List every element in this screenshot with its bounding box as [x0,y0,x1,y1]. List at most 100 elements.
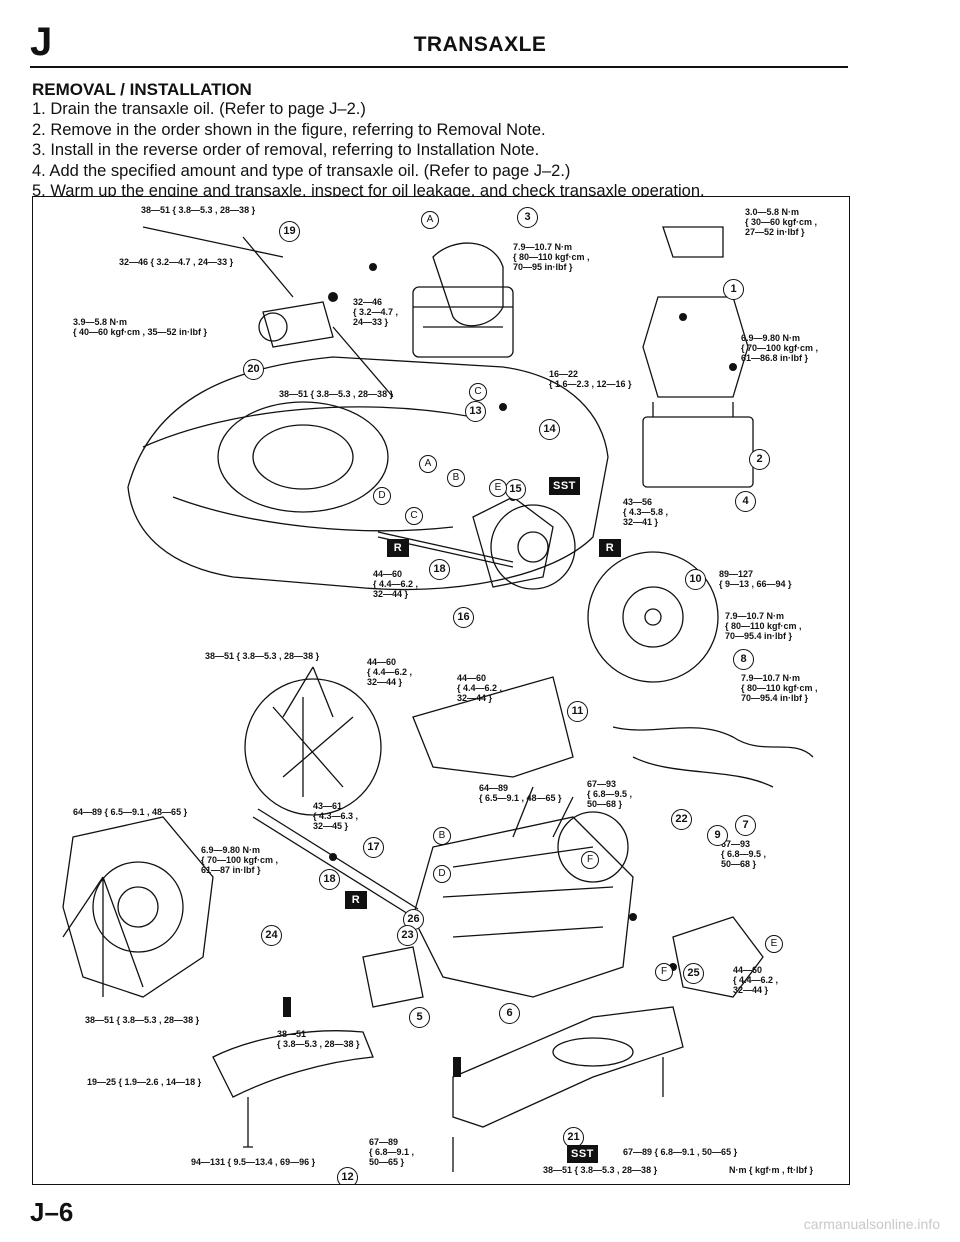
callout-2: 2 [749,449,770,470]
step-3: 3. Install in the reverse order of remov… [32,141,540,160]
step-2: 2. Remove in the order shown in the figu… [32,120,546,139]
torque-label: 43—56 { 4.3—5.8 , 32—41 } [623,497,669,527]
torque-label: 94—131 { 9.5—13.4 , 69—96 } [191,1157,316,1167]
callout-11: 11 [567,701,588,722]
step-5: 5. Warm up the engine and transaxle, ins… [32,182,705,201]
torque-label: 44—60 { 4.4—6.2 , 32—44 } [733,965,779,995]
callout-15: 15 [505,479,526,500]
body-outline [127,356,609,591]
starter-motor [262,301,334,348]
callout-26: 26 [403,909,424,930]
callout-4: 4 [735,491,756,512]
torque-label: 32—46 { 3.2—4.7 , 24—33 } [353,297,399,327]
r-badge: R [599,539,621,557]
engine-block [217,401,389,513]
inspection-detail-circle [244,678,382,816]
ref-letter-b2: B [433,827,451,845]
callout-25: 25 [683,963,704,984]
battery [642,416,754,488]
ref-letter-c2: C [405,507,423,525]
torque-label: 32—46 { 3.2—4.7 , 24—33 } [119,257,234,267]
torque-label: 38—51 { 3.8—5.3 , 28—38 } [543,1165,658,1175]
torque-label: 64—89 { 6.5—9.1 , 48—65 } [479,783,562,803]
ref-letter-b: B [447,469,465,487]
callout-9: 9 [707,825,728,846]
torque-label: 67—89 { 6.8—9.1 , 50—65 } [623,1147,738,1157]
callout-18: 18 [429,559,450,580]
torque-label: 44—60 { 4.4—6.2 , 32—44 } [457,673,503,703]
splash-shield [412,676,574,778]
engine-mount [362,946,424,1008]
callout-23: 23 [397,925,418,946]
torque-label: 7.9—10.7 N·m { 80—110 kgf·cm , 70—95.4 i… [725,611,802,641]
torque-label: 16—22 { 1.6—2.3 , 12—16 } [549,369,632,389]
callout-16: 16 [453,607,474,628]
ref-letter-e2: E [765,935,783,953]
torque-label: 38—51 { 3.8—5.3 , 28—38 } [279,389,394,399]
callout-12: 12 [337,1167,358,1184]
torque-label: 38—51 { 3.8—5.3 , 28—38 } [141,205,256,215]
ref-letter-c: C [469,383,487,401]
air-cleaner-box [412,286,514,358]
section-letter: J [30,20,53,64]
wheel-tire [587,551,719,683]
r-badge: R [345,891,367,909]
callout-7: 7 [735,815,756,836]
mount-bracket [212,1030,374,1098]
wire-harness [612,726,814,758]
drive-shaft-lower [252,816,414,918]
torque-label: 6.9—9.80 N·m { 70—100 kgf·cm , 61—86.8 i… [741,333,819,363]
torque-label: 44—60 { 4.4—6.2 , 32—44 } [373,569,419,599]
units-note: N·m { kgf·m , ft·lbf } [729,1165,813,1175]
page-number: J–6 [30,1197,74,1227]
battery-tray [642,296,749,398]
torque-label: 67—93 { 6.8—9.5 , 50—68 } [587,779,633,809]
callout-6: 6 [499,1003,520,1024]
exploded-diagram: 38—51 { 3.8—5.3 , 28—38 } 32—46 { 3.2—4.… [32,196,850,1185]
torque-label: 19—25 { 1.9—2.6 , 14—18 } [87,1077,202,1087]
ref-letter-e: E [489,479,507,497]
shift-control [672,916,764,998]
r-badge: R [387,539,409,557]
torque-label: 64—89 { 6.5—9.1 , 48—65 } [73,807,188,817]
callout-20: 20 [243,359,264,380]
callout-13: 13 [465,401,486,422]
torque-label: 7.9—10.7 N·m { 80—110 kgf·cm , 70—95.4 i… [741,673,818,703]
step-1: 1. Drain the transaxle oil. (Refer to pa… [32,100,366,118]
battery-bracket [662,226,724,258]
sst-badge: SST [549,477,580,495]
callout-1: 1 [723,279,744,300]
brake-disc [490,504,576,590]
torque-label: 43—61 { 4.3—6.3 , 32—45 } [313,801,359,831]
callout-24: 24 [261,925,282,946]
air-cleaner-hose [432,242,504,327]
callout-22: 22 [671,809,692,830]
clutch-housing [62,816,214,998]
knuckle [472,496,554,588]
torque-label: 89—127 { 9—13 , 66—94 } [719,569,792,589]
ref-letter-f2: F [655,963,673,981]
section-heading: REMOVAL / INSTALLATION [32,80,252,99]
callout-17: 17 [363,837,384,858]
torque-label: 3.9—5.8 N·m { 40—60 kgf·cm , 35—52 in·lb… [73,317,208,337]
crossmember [452,1006,684,1128]
callout-18b: 18 [319,869,340,890]
callout-8: 8 [733,649,754,670]
ref-letter-a: A [421,211,439,229]
diagram-drawing [62,226,814,1172]
ref-letter-d2: D [433,865,451,883]
callout-14: 14 [539,419,560,440]
ref-letter-a2: A [419,455,437,473]
torque-label: 38—51 { 3.8—5.3 , 28—38 } [85,1015,200,1025]
torque-label: 7.9—10.7 N·m { 80—110 kgf·cm , 70—95 in·… [513,242,590,272]
torque-label: 67—89 { 6.8—9.1 , 50—65 } [369,1137,415,1167]
torque-label: 6.9—9.80 N·m { 70—100 kgf·cm , 61—87 in·… [201,845,279,875]
torque-label: 44—60 { 4.4—6.2 , 32—44 } [367,657,413,687]
page-title: TRANSAXLE [413,33,547,56]
callout-19: 19 [279,221,300,242]
step-4: 4. Add the specified amount and type of … [32,161,571,180]
torque-label: 38—51 { 3.8—5.3 , 28—38 } [277,1029,360,1049]
torque-label: 67—93 { 6.8—9.5 , 50—68 } [721,839,767,869]
callout-3: 3 [517,207,538,228]
ref-letter-f: F [581,851,599,869]
